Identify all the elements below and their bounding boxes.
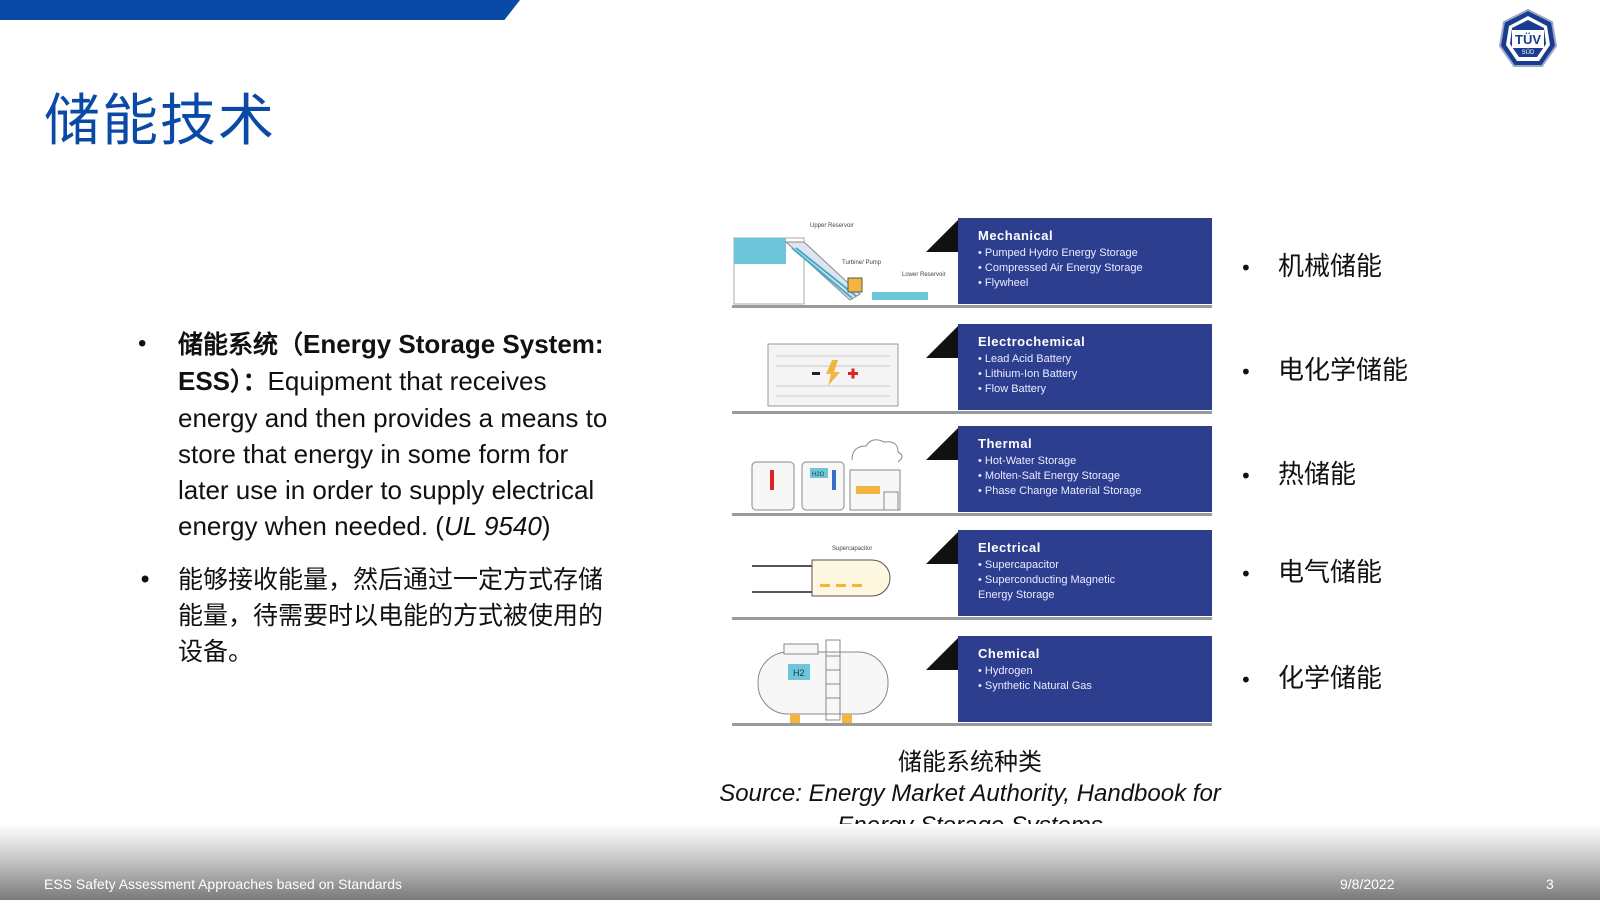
ess-close-paren: ) — [541, 511, 551, 541]
panel-mechanical: Mechanical • Pumped Hydro Energy Storage… — [958, 218, 1212, 304]
caption-title: 储能系统种类 — [898, 748, 1042, 776]
cn-label-thermal: •热储能 — [1240, 460, 1357, 490]
bullet-ess-cn: • 能够接收能量，然后通过一定方式存储能量，待需要时以电能的方式被使用的设备。 — [138, 562, 618, 670]
ess-cn-description: 能够接收能量，然后通过一定方式存储能量，待需要时以电能的方式被使用的设备。 — [178, 565, 604, 666]
wedge-decoration — [926, 324, 960, 358]
footer-page-number: 3 — [1546, 876, 1554, 892]
panel-item: • Pumped Hydro Energy Storage — [978, 247, 1138, 259]
battery-illustration — [767, 343, 899, 407]
panel-item: • Superconducting Magnetic — [978, 574, 1116, 586]
row-baseline — [732, 617, 1212, 620]
panel-item: • Hydrogen — [978, 665, 1033, 677]
illus-h2-label: H2 — [793, 668, 805, 678]
panel-electrical: Electrical • Supercapacitor • Supercondu… — [958, 530, 1212, 616]
row-thermal: H2O Thermal • Hot-Water Storage • Molten… — [732, 426, 1212, 516]
panel-title: Electrical — [978, 540, 1041, 555]
panel-electrochemical: Electrochemical • Lead Acid Battery • Li… — [958, 324, 1212, 410]
cn-label-electrical: •电气储能 — [1240, 558, 1383, 588]
row-electrical: Supercapacitor Electrical • Supercapacit… — [732, 530, 1212, 620]
panel-item: • Lithium-Ion Battery — [978, 368, 1078, 380]
page-title: 储能技术 — [44, 89, 276, 154]
row-electrochemical: Electrochemical • Lead Acid Battery • Li… — [732, 324, 1212, 414]
bullet-ess-definition: • 储能系统（Energy Storage System: ESS）：Equip… — [138, 326, 618, 544]
cn-label-chemical: •化学储能 — [1240, 664, 1383, 694]
cn-label-text: 机械储能 — [1278, 252, 1383, 282]
thermal-illustration: H2O — [751, 439, 903, 511]
bullet-dot: • — [138, 566, 153, 594]
panel-title: Chemical — [978, 646, 1040, 661]
illus-lower-label: Lower Reservoir — [902, 272, 946, 278]
ess-separator: ）： — [230, 367, 268, 396]
cn-label-electrochemical: •电化学储能 — [1240, 356, 1409, 386]
panel-item: • Molten-Salt Energy Storage — [978, 470, 1121, 482]
wedge-decoration — [926, 636, 960, 670]
panel-chemical: Chemical • Hydrogen • Synthetic Natural … — [958, 636, 1212, 722]
ess-description: Equipment that receives energy and then … — [178, 366, 608, 541]
panel-item: • Flywheel — [978, 277, 1029, 289]
row-baseline — [732, 513, 1212, 516]
illus-h2o-label: H2O — [812, 472, 825, 478]
cn-label-mechanical: •机械储能 — [1240, 252, 1383, 282]
top-accent-bar — [0, 0, 520, 20]
pumped-hydro-illustration: Upper Reservoir Turbine/ Pump Lower Rese… — [733, 223, 946, 305]
cn-label-text: 电化学储能 — [1278, 356, 1409, 386]
figure-caption: 储能系统种类 Source: Energy Market Authority, … — [700, 746, 1240, 842]
row-baseline — [732, 723, 1212, 726]
bullet-dot: • — [138, 330, 147, 357]
logo-text-main: TÜV — [1515, 32, 1541, 47]
footer-date: 9/8/2022 — [1340, 876, 1395, 892]
cn-label-text: 电气储能 — [1278, 558, 1383, 588]
panel-title: Thermal — [978, 436, 1033, 451]
panel-thermal: Thermal • Hot-Water Storage • Molten-Sal… — [958, 426, 1212, 512]
footer-bar — [0, 824, 1600, 900]
illus-supercap-label: Supercapacitor — [832, 546, 872, 552]
panel-item: • Synthetic Natural Gas — [978, 680, 1092, 692]
wedge-decoration — [926, 530, 960, 564]
row-baseline — [732, 305, 1212, 308]
wedge-decoration — [926, 218, 960, 252]
cn-label-text: 热储能 — [1278, 460, 1357, 490]
hydrogen-tank-illustration: H2 — [757, 639, 889, 726]
panel-item: • Flow Battery — [978, 383, 1047, 395]
ess-cn-term: 储能系统（ — [178, 330, 304, 359]
illus-turbine-label: Turbine/ Pump — [842, 260, 882, 266]
panel-item: • Phase Change Material Storage — [978, 485, 1142, 497]
ess-en-term: Energy Storage System: ESS — [178, 329, 604, 396]
panel-item: • Supercapacitor — [978, 559, 1059, 571]
row-chemical: H2 Chemical • Hydrogen • Synthetic Natur… — [732, 636, 1212, 726]
wedge-decoration — [926, 426, 960, 460]
logo-text-sub: SÜD — [1522, 49, 1535, 56]
cn-label-text: 化学储能 — [1278, 664, 1383, 694]
panel-title: Electrochemical — [978, 334, 1086, 349]
footer-title: ESS Safety Assessment Approaches based o… — [44, 876, 402, 892]
panel-item: • Compressed Air Energy Storage — [978, 262, 1143, 274]
row-baseline — [732, 411, 1212, 414]
illus-upper-label: Upper Reservoir — [810, 223, 854, 229]
bullet-list: • 储能系统（Energy Storage System: ESS）：Equip… — [138, 326, 618, 688]
panel-item: Energy Storage — [978, 589, 1055, 601]
panel-title: Mechanical — [978, 228, 1054, 243]
panel-item: • Hot-Water Storage — [978, 455, 1077, 467]
caption-source: Source: Energy Market Authority, Handboo… — [719, 780, 1221, 839]
supercapacitor-illustration: Supercapacitor — [752, 546, 891, 597]
panel-item: • Lead Acid Battery — [978, 353, 1072, 365]
ess-reference: UL 9540 — [443, 511, 542, 541]
row-mechanical: Upper Reservoir Turbine/ Pump Lower Rese… — [732, 218, 1212, 308]
storage-types-figure: Upper Reservoir Turbine/ Pump Lower Rese… — [732, 200, 1212, 740]
tuv-sud-logo: TÜV SÜD — [1498, 8, 1558, 67]
